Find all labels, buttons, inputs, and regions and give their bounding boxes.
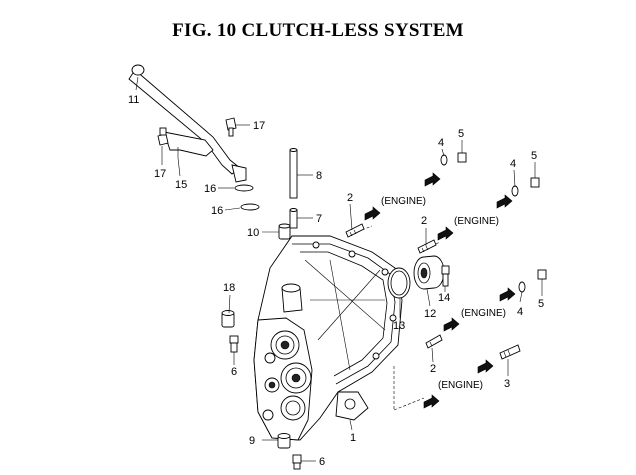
callout-4-c: 4	[517, 306, 523, 318]
direction-arrows	[364, 172, 516, 409]
callout-4-a: 4	[438, 137, 444, 149]
bolt-part-17-left	[157, 127, 169, 146]
bolt-part-17-top	[225, 117, 237, 137]
stud-part-2-upper	[345, 223, 365, 238]
callout-11: 11	[128, 94, 139, 106]
o-ring-part-16-lower	[240, 203, 260, 211]
bolt-part-6-lower	[292, 454, 302, 470]
callout-14: 14	[438, 292, 450, 304]
stud-part-3	[499, 344, 521, 360]
callout-16-lower: 16	[211, 205, 223, 217]
callout-15: 15	[175, 179, 187, 191]
callout-labels: 11 17 17 15 16 16 8 7 10 2 2 2 4 5 4 5 4…	[128, 94, 544, 468]
callout-1: 1	[350, 432, 356, 444]
callout-10: 10	[247, 227, 259, 239]
washer-nut-set-2	[511, 177, 540, 197]
callout-8: 8	[316, 170, 322, 182]
callout-2-upper: 2	[347, 192, 353, 204]
bolt-part-14	[441, 265, 450, 287]
pin-part-7	[289, 209, 298, 229]
oil-seal-part-12	[413, 255, 445, 290]
bracket-part-15	[163, 131, 214, 158]
stud-part-2-lower	[425, 334, 443, 349]
plug-part-18	[221, 310, 235, 328]
callout-5-c: 5	[538, 298, 544, 310]
callout-5-a: 5	[458, 128, 464, 140]
callout-13: 13	[393, 320, 405, 332]
callout-6-upper: 6	[231, 366, 237, 378]
callout-2-middle: 2	[421, 215, 427, 227]
callout-17-top: 17	[253, 120, 265, 132]
gasket-ring-part-13	[387, 267, 411, 299]
callout-5-b: 5	[531, 150, 537, 162]
callout-18: 18	[223, 282, 235, 294]
engine-label-3: (ENGINE)	[461, 308, 506, 319]
washer-nut-set-1	[440, 152, 467, 166]
leader-lines	[135, 76, 543, 462]
o-ring-part-16-upper	[234, 184, 254, 192]
callout-6-lower: 6	[319, 456, 325, 468]
callout-12: 12	[424, 308, 436, 320]
callout-9: 9	[249, 435, 255, 447]
engine-label-1: (ENGINE)	[381, 196, 426, 207]
assembly-guide-lines	[361, 225, 441, 411]
bolt-part-6-upper	[229, 335, 239, 353]
callout-3: 3	[504, 378, 510, 390]
callout-16-upper: 16	[204, 183, 216, 195]
shaft-part-8	[289, 149, 298, 199]
clutch-housing-part-1	[253, 235, 403, 441]
engine-label-2: (ENGINE)	[454, 216, 499, 227]
engine-labels: (ENGINE) (ENGINE) (ENGINE) (ENGINE)	[381, 196, 506, 391]
plug-part-9	[277, 433, 291, 449]
breather-tube-part-11	[128, 64, 247, 183]
engine-label-4: (ENGINE)	[438, 380, 483, 391]
callout-2-lower: 2	[430, 363, 436, 375]
stud-part-2-middle	[417, 239, 437, 254]
plug-part-10	[278, 223, 291, 240]
callout-17-left: 17	[154, 168, 166, 180]
callout-4-b: 4	[510, 158, 516, 170]
figure-title: FIG. 10 CLUTCH-LESS SYSTEM	[172, 20, 464, 41]
callout-7: 7	[316, 213, 322, 225]
